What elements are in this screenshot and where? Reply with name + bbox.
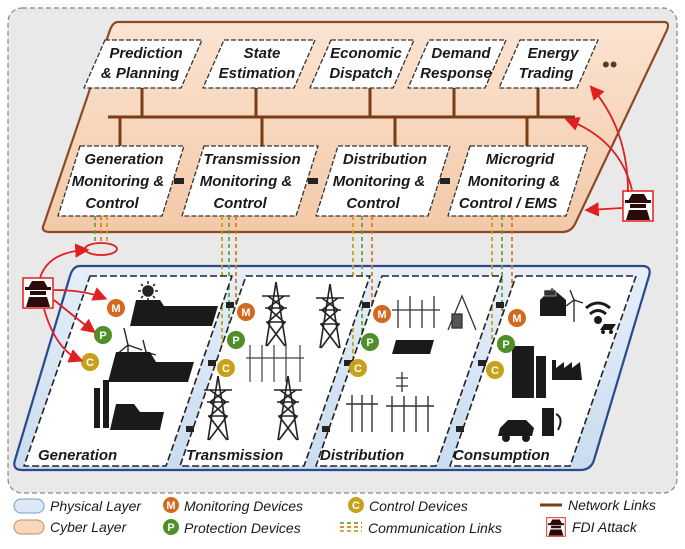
app-box-demand-response[interactable]: Demand Response (407, 39, 507, 89)
section-label: Generation (38, 447, 117, 464)
app-label-1: Energy (528, 45, 580, 62)
legend: Physical Layer Cyber Layer M Monitoring … (13, 497, 656, 537)
legend-monitoring-badge: M (166, 500, 175, 512)
app-box-prediction-planning[interactable]: Prediction & Planning (83, 39, 203, 89)
app-label-2: Trading (519, 65, 574, 82)
protection-badge: P (99, 330, 106, 342)
poles-icon (346, 395, 434, 432)
sun-icon (138, 281, 158, 301)
legend-control-label: Control Devices (369, 498, 468, 514)
legend-network-label: Network Links (568, 497, 656, 513)
substation-icon (246, 345, 304, 382)
monitor-box-distribution[interactable]: Distribution Monitoring & Control (315, 145, 451, 217)
protection-badge: P (366, 337, 373, 349)
legend-control-badge: C (352, 500, 360, 512)
control-badge: C (354, 363, 362, 375)
app-box-energy-trading[interactable]: Energy Trading (498, 39, 599, 89)
legend-fdi-icon (546, 517, 566, 537)
legend-protection-badge: P (167, 522, 174, 534)
monitor-label-1: Transmission (203, 151, 300, 168)
intercepted-link-ellipse (84, 242, 118, 256)
monitor-label-2: Monitoring & (200, 173, 292, 190)
monitor-label-2: Monitoring & (72, 173, 164, 190)
legend-physical-label: Physical Layer (50, 498, 142, 514)
badge-group-transmission: M P C (217, 303, 255, 377)
legend-physical-swatch (13, 498, 45, 514)
protection-badge: P (232, 335, 239, 347)
control-badge: C (222, 363, 230, 375)
transformer-icon (396, 372, 408, 392)
legend-cyber-swatch (13, 519, 45, 535)
factory-icon (552, 360, 582, 380)
monitor-box-transmission[interactable]: Transmission Monitoring & Control (181, 145, 319, 217)
legend-cyber-label: Cyber Layer (50, 519, 128, 535)
monitor-label-3: Control (85, 195, 139, 212)
attack-arrows (39, 85, 633, 363)
section-label: Distribution (320, 447, 404, 464)
legend-protection-label: Protection Devices (184, 520, 301, 536)
app-box-state-estimation[interactable]: State Estimation (202, 39, 316, 89)
badge-group-generation: M P C (81, 299, 125, 371)
app-label-2: Response (420, 65, 492, 82)
legend-monitoring-label: Monitoring Devices (184, 498, 303, 514)
monitor-label-2: Monitoring & (468, 173, 560, 190)
app-box-economic-dispatch[interactable]: Economic Dispatch (309, 39, 415, 89)
legend-fdi-label: FDI Attack (572, 519, 638, 535)
app-label-1: Prediction (109, 45, 182, 62)
app-label-2: & Planning (101, 65, 179, 82)
monitor-box-generation[interactable]: Generation Monitoring & Control (57, 145, 185, 217)
buildings-icon (512, 346, 546, 398)
monitor-label-1: Distribution (343, 151, 427, 168)
hydro-dam-icon (108, 352, 194, 382)
monitor-label-3: Control / EMS (459, 195, 557, 212)
app-label-1: State (244, 45, 281, 62)
monitoring-badge: M (241, 307, 250, 319)
legend-comm-swatch (340, 522, 362, 532)
monitor-label-3: Control (213, 195, 267, 212)
app-label-2: Dispatch (329, 65, 392, 82)
charging-station-icon (542, 408, 562, 436)
house-solar-icon (540, 288, 566, 316)
fdi-attacker-cyber-icon (622, 190, 654, 222)
monitoring-badge: M (377, 309, 386, 321)
control-badge: C (86, 357, 94, 369)
monitor-label-3: Control (346, 195, 400, 212)
more-apps-ellipsis: •• (602, 52, 617, 77)
badge-group-distribution: M P C (349, 305, 391, 377)
control-badge: C (491, 365, 499, 377)
app-label-1: Demand (431, 45, 491, 62)
distribution-substation-icon (392, 294, 477, 331)
monitoring-badge: M (111, 303, 120, 315)
monitor-label-1: Generation (84, 151, 163, 168)
badge-group-consumption: M P C (486, 309, 526, 379)
monitor-label-1: Microgrid (486, 151, 555, 168)
legend-comm-label: Communication Links (368, 520, 502, 536)
protection-badge: P (502, 339, 509, 351)
solar-panels-icon (130, 300, 218, 326)
section-connectors (186, 302, 504, 432)
fdi-attacker-physical-icon (22, 277, 54, 309)
city-block-icon (392, 340, 434, 354)
network-links (108, 88, 575, 146)
ev-car-icon (600, 324, 616, 334)
section-label: Transmission (186, 447, 283, 464)
app-label-2: Estimation (219, 65, 296, 82)
power-plant-icon (94, 380, 164, 430)
monitor-box-connectors (174, 178, 450, 184)
small-wind-turbine-icon (565, 289, 584, 322)
monitoring-badge: M (512, 313, 521, 325)
car-icon (498, 420, 534, 442)
monitor-box-microgrid[interactable]: Microgrid Monitoring & Control / EMS (447, 145, 589, 217)
monitor-label-2: Monitoring & (333, 173, 425, 190)
app-label-1: Economic (330, 45, 402, 62)
section-label: Consumption (453, 447, 550, 464)
wifi-icon (585, 301, 611, 324)
